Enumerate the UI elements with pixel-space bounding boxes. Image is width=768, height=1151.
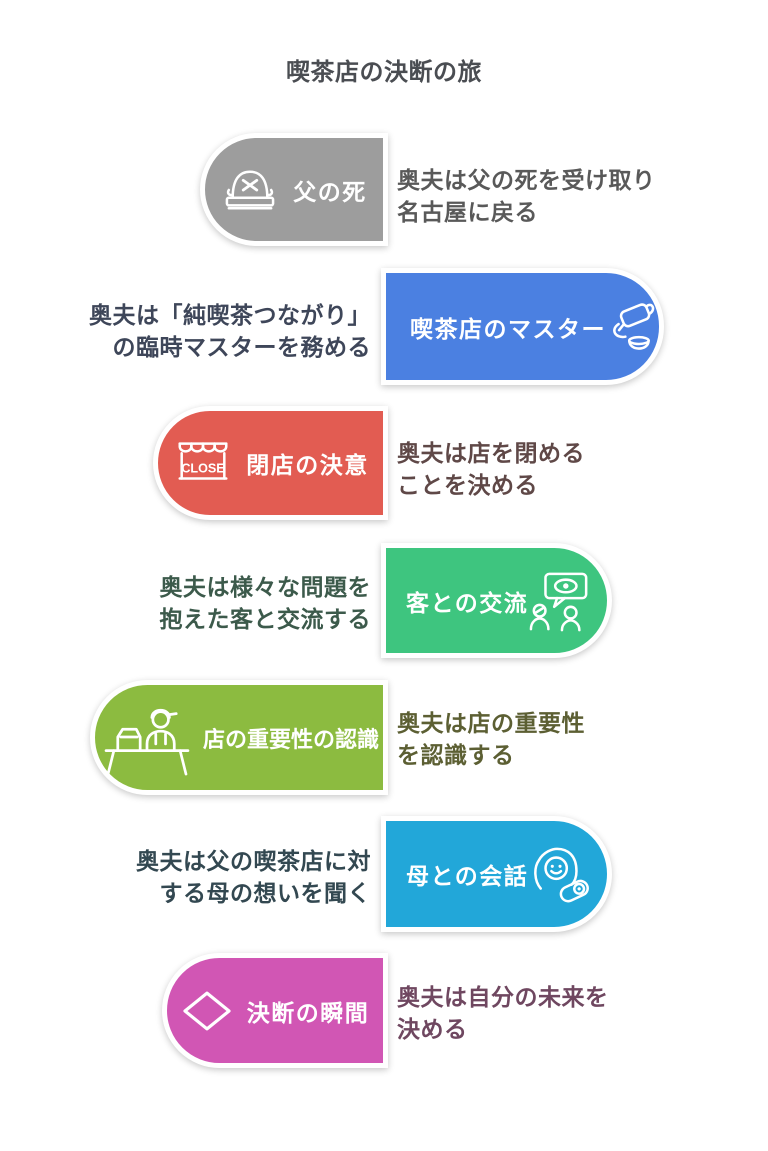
diamond-icon xyxy=(181,990,233,1032)
stage-description: 奥夫は店を閉める ことを決める xyxy=(397,440,585,498)
stage-label: 喫茶店のマスター xyxy=(410,315,606,342)
stage-description: 奥夫は様々な問題を 抱えた客と交流する xyxy=(159,574,371,632)
stage-pill-cafe-master: 喫茶店のマスター xyxy=(381,268,664,385)
storefront-close-icon: CLOSE xyxy=(172,435,234,491)
stage-label: 閉店の決意 xyxy=(246,452,369,478)
stage-description: 奥夫は店の重要性 を認識する xyxy=(397,710,585,768)
mother-face-icon xyxy=(530,845,592,903)
stage-description: 奥夫は「純喫茶つながり」 の臨時マスターを務める xyxy=(89,302,371,360)
pirate-hat-icon xyxy=(221,165,279,215)
stage-description: 奥夫は父の死を受け取り 名古屋に戻る xyxy=(397,167,656,225)
stage-pill-mother-conversation: 母との会話 xyxy=(381,816,612,932)
stage-label: 父の死 xyxy=(293,178,367,205)
cashier-counter-icon xyxy=(99,700,195,776)
stage-pill-closing-resolve: CLOSE 閉店の決意 xyxy=(153,406,388,520)
stage-label: 母との会話 xyxy=(406,863,529,889)
stage-label: 客との交流 xyxy=(406,589,529,616)
stage-pill-shop-importance: 店の重要性の認識 xyxy=(90,680,388,795)
stage-description: 奥夫は父の喫茶店に対 する母の想いを聞く xyxy=(136,848,371,906)
teapot-cup-icon xyxy=(606,296,668,358)
chat-eye-people-icon xyxy=(528,570,592,632)
stage-label: 店の重要性の認識 xyxy=(202,726,379,752)
close-sign-text: CLOSE xyxy=(182,462,225,476)
stage-pill-customer-interaction: 客との交流 xyxy=(381,543,612,658)
stage-pill-decision-moment: 決断の瞬間 xyxy=(162,953,388,1068)
page-title: 喫茶店の決断の旅 xyxy=(286,59,482,86)
stage-description: 奥夫は自分の未来を 決める xyxy=(397,984,609,1042)
stage-pill-father-death: 父の死 xyxy=(200,133,388,246)
stage-label: 決断の瞬間 xyxy=(246,999,370,1026)
